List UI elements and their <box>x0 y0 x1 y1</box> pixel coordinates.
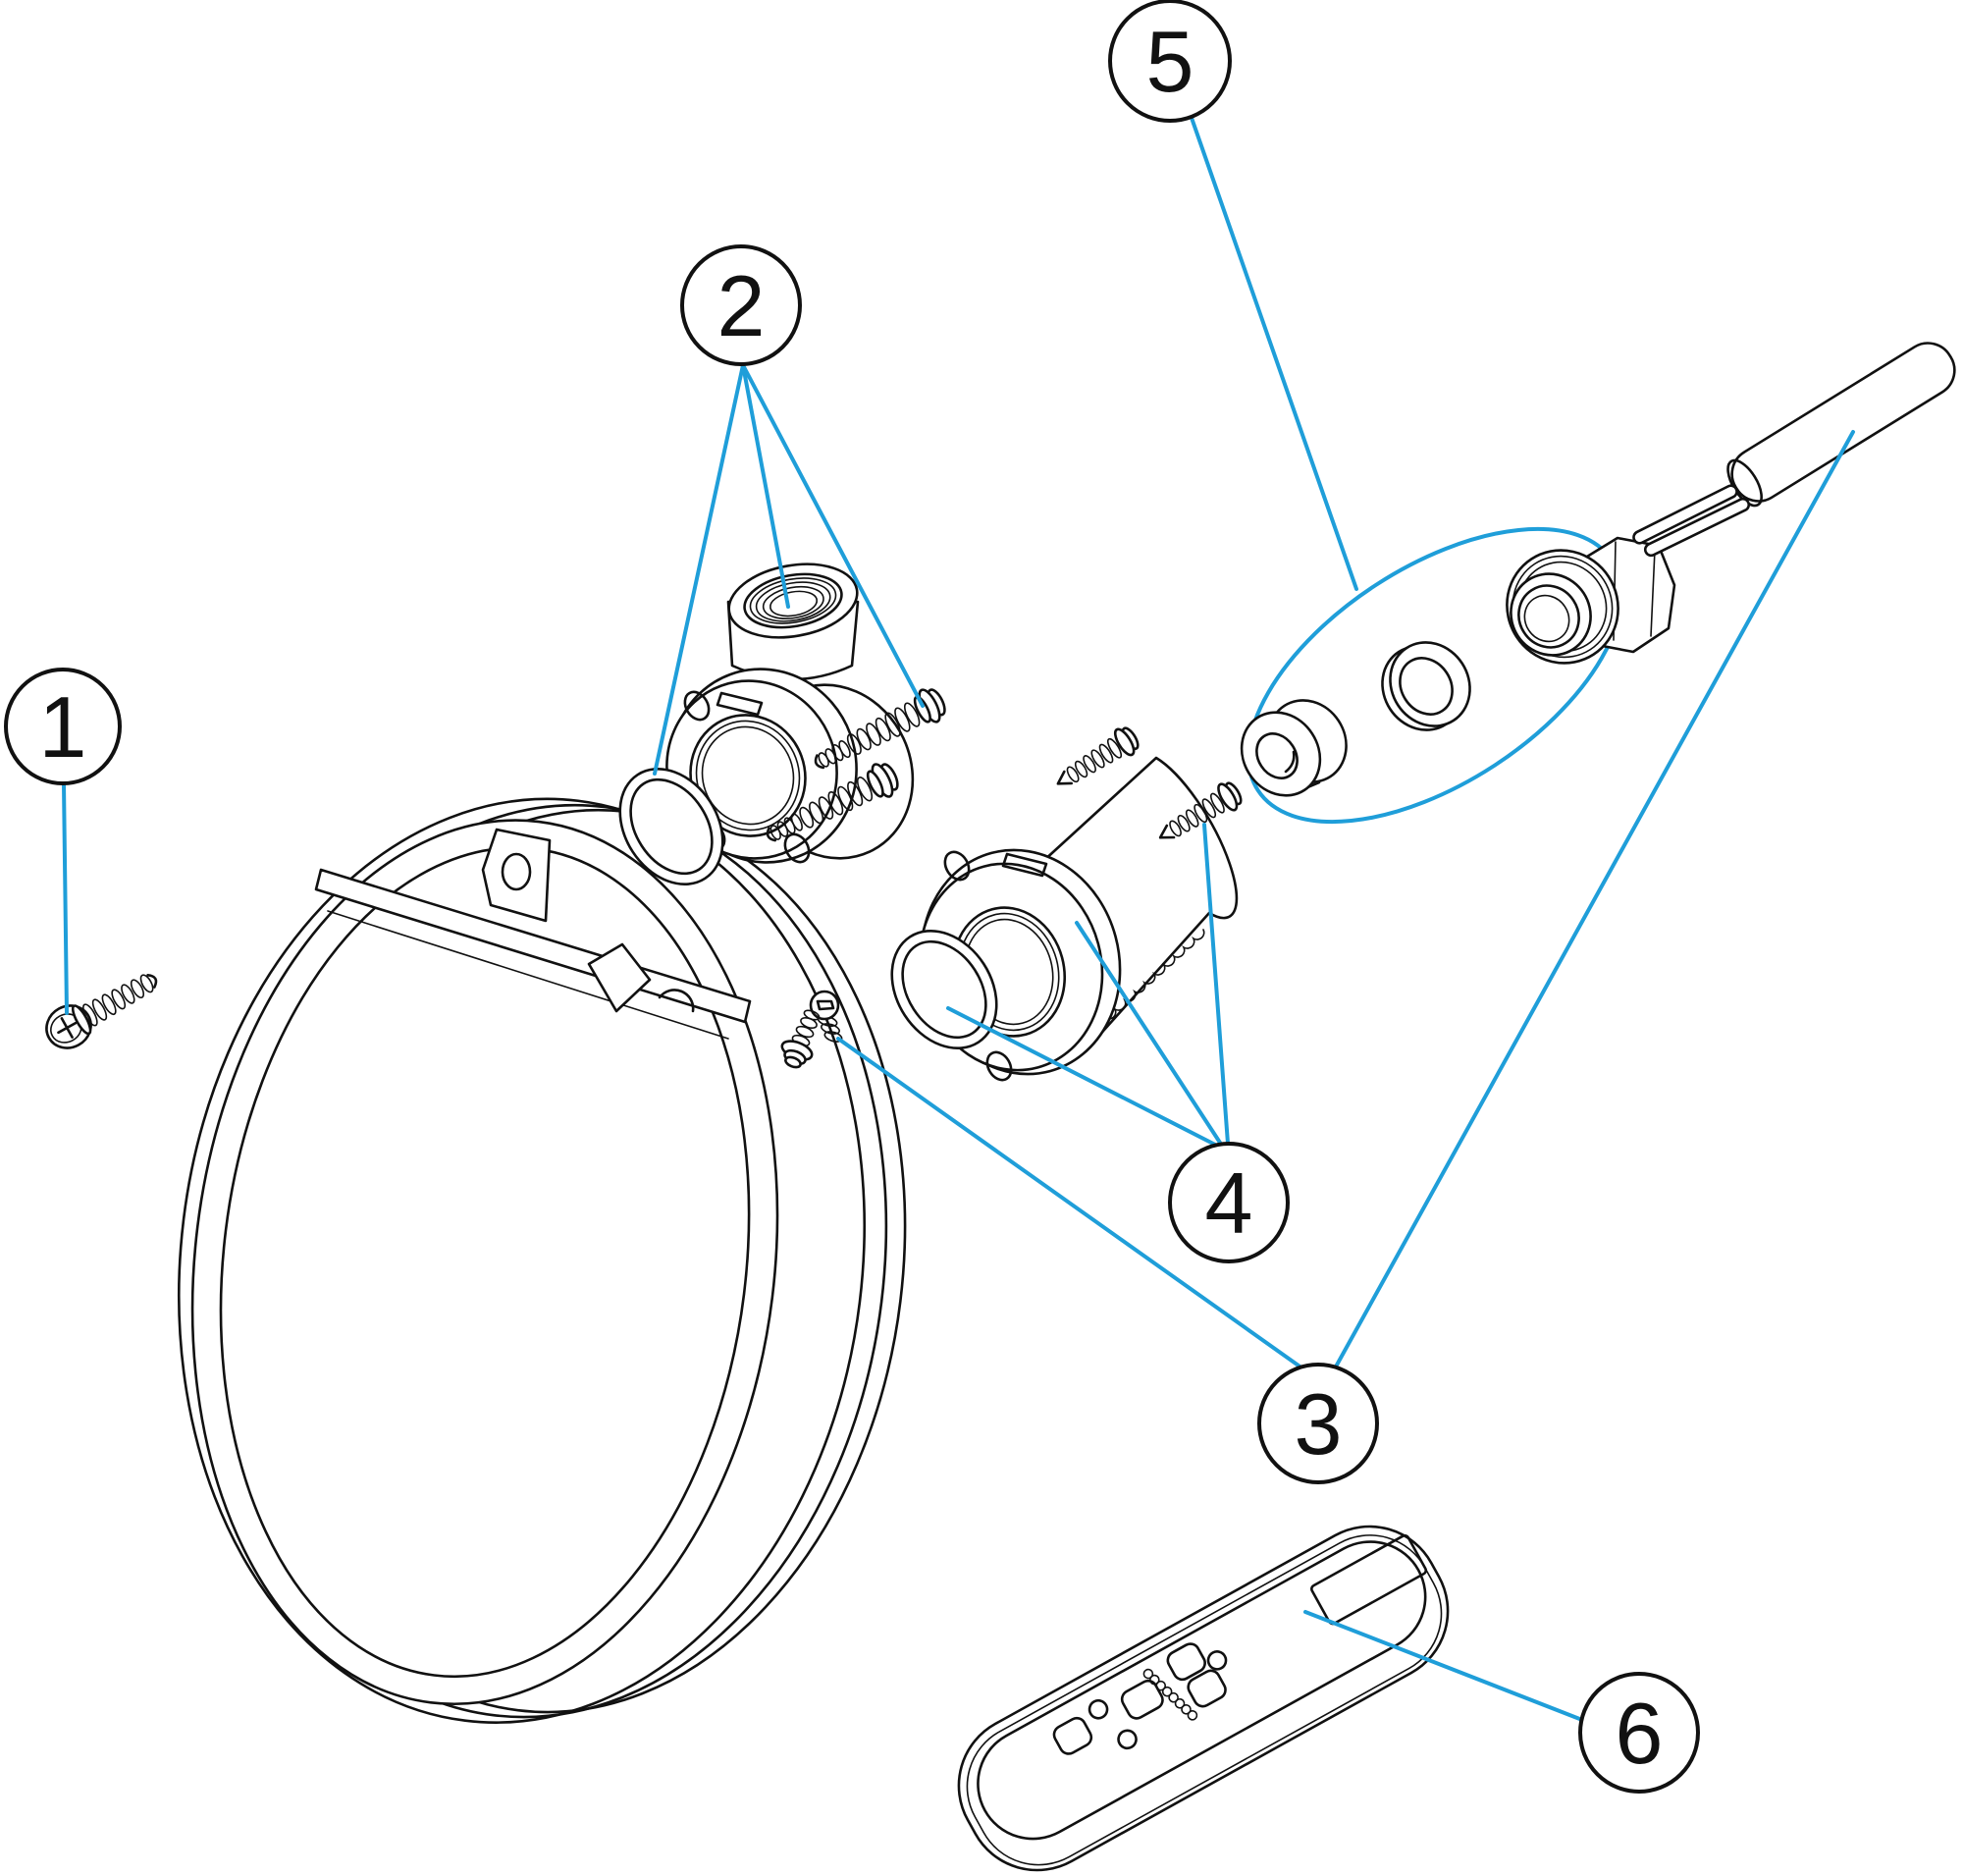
remote-body-inner <box>966 1534 1443 1866</box>
remote-button <box>1166 1642 1206 1682</box>
callout-2-number: 2 <box>717 257 766 354</box>
disc-face <box>190 819 779 1706</box>
remote-led-dots <box>1142 1668 1198 1721</box>
bracket-hole <box>501 852 532 891</box>
leader-6 <box>1303 1610 1584 1722</box>
flat-washer <box>1381 641 1471 731</box>
remote-button <box>1120 1679 1164 1720</box>
conduit-bolt-hole <box>943 850 971 882</box>
phillips-recess-icon <box>57 1017 78 1039</box>
threaded-socket <box>727 563 859 639</box>
gland-nut <box>1506 536 1676 665</box>
bracket-band-lower <box>327 910 729 1040</box>
mounting-bracket <box>314 828 752 1040</box>
callout-2: 2 <box>680 244 802 366</box>
washer-hole <box>1399 657 1454 716</box>
bracket-tab-2 <box>587 942 652 1013</box>
rubber-bushing <box>1240 699 1348 797</box>
remote-button <box>1187 1669 1227 1708</box>
elbow-gasket <box>618 767 724 886</box>
conduit-slot <box>1001 852 1048 878</box>
leader-4-gasket <box>946 1006 1219 1148</box>
cable-with-sleeve <box>1632 342 1956 558</box>
cable-wire <box>1632 484 1738 545</box>
screw-tip <box>146 974 158 989</box>
leader-2-screw <box>741 363 925 708</box>
callout-3: 3 <box>1257 1363 1379 1484</box>
leader-2-socket <box>741 363 790 609</box>
remote-face <box>977 1540 1427 1841</box>
callouts: 1 2 3 4 5 6 <box>4 0 1700 1794</box>
cable-gland-set <box>1240 526 1676 825</box>
callout-3-number: 3 <box>1295 1375 1343 1473</box>
leader-1 <box>62 781 69 1015</box>
remote-control <box>957 1525 1450 1872</box>
flange-slot <box>716 691 764 717</box>
leader-2-gasket <box>653 363 745 776</box>
callout-5: 5 <box>1108 0 1232 123</box>
part1-fixing-screw <box>45 974 158 1049</box>
callout-1: 1 <box>4 668 122 785</box>
callout-6-number: 6 <box>1616 1685 1664 1782</box>
remote-button <box>1052 1716 1093 1755</box>
conduit-bolt-hole <box>985 1050 1013 1082</box>
flange-bolt-hole <box>783 832 811 864</box>
bushing-notch <box>1284 750 1296 774</box>
bracket-tab <box>481 828 552 923</box>
lamp-screw-tilted <box>780 1009 821 1069</box>
cable-wire <box>1643 497 1751 558</box>
leader-4-screw <box>1202 823 1230 1146</box>
nut-bore <box>1517 584 1580 649</box>
leader-3-cable <box>1333 430 1855 1370</box>
lamp-screw-upright <box>809 990 843 1043</box>
leader-lines <box>62 116 1855 1722</box>
conduit-threads <box>1094 929 1205 1029</box>
leader-3-screws <box>836 1037 1307 1372</box>
remote-body <box>957 1525 1450 1872</box>
callout-1-number: 1 <box>39 678 87 776</box>
callout-6: 6 <box>1578 1672 1700 1794</box>
screw-recess-icon <box>816 999 835 1011</box>
remote-button-round <box>1088 1698 1109 1720</box>
remote-button-round <box>1206 1650 1228 1671</box>
leader-5 <box>1190 116 1358 591</box>
lamp-screw-pair <box>780 990 843 1069</box>
flange-bolt-hole <box>683 690 711 722</box>
remote-display <box>1310 1533 1428 1626</box>
elbow-connector-assembly <box>618 563 951 886</box>
bushing-hole <box>1255 732 1299 779</box>
remote-button-round <box>1117 1729 1138 1750</box>
leader-4-flange <box>1075 921 1224 1148</box>
bracket-dome <box>658 989 695 1013</box>
wall-conduit-assembly <box>890 722 1247 1082</box>
callout-4-number: 4 <box>1205 1154 1253 1252</box>
callout-4: 4 <box>1168 1142 1290 1263</box>
callout-5-number: 5 <box>1146 13 1194 110</box>
